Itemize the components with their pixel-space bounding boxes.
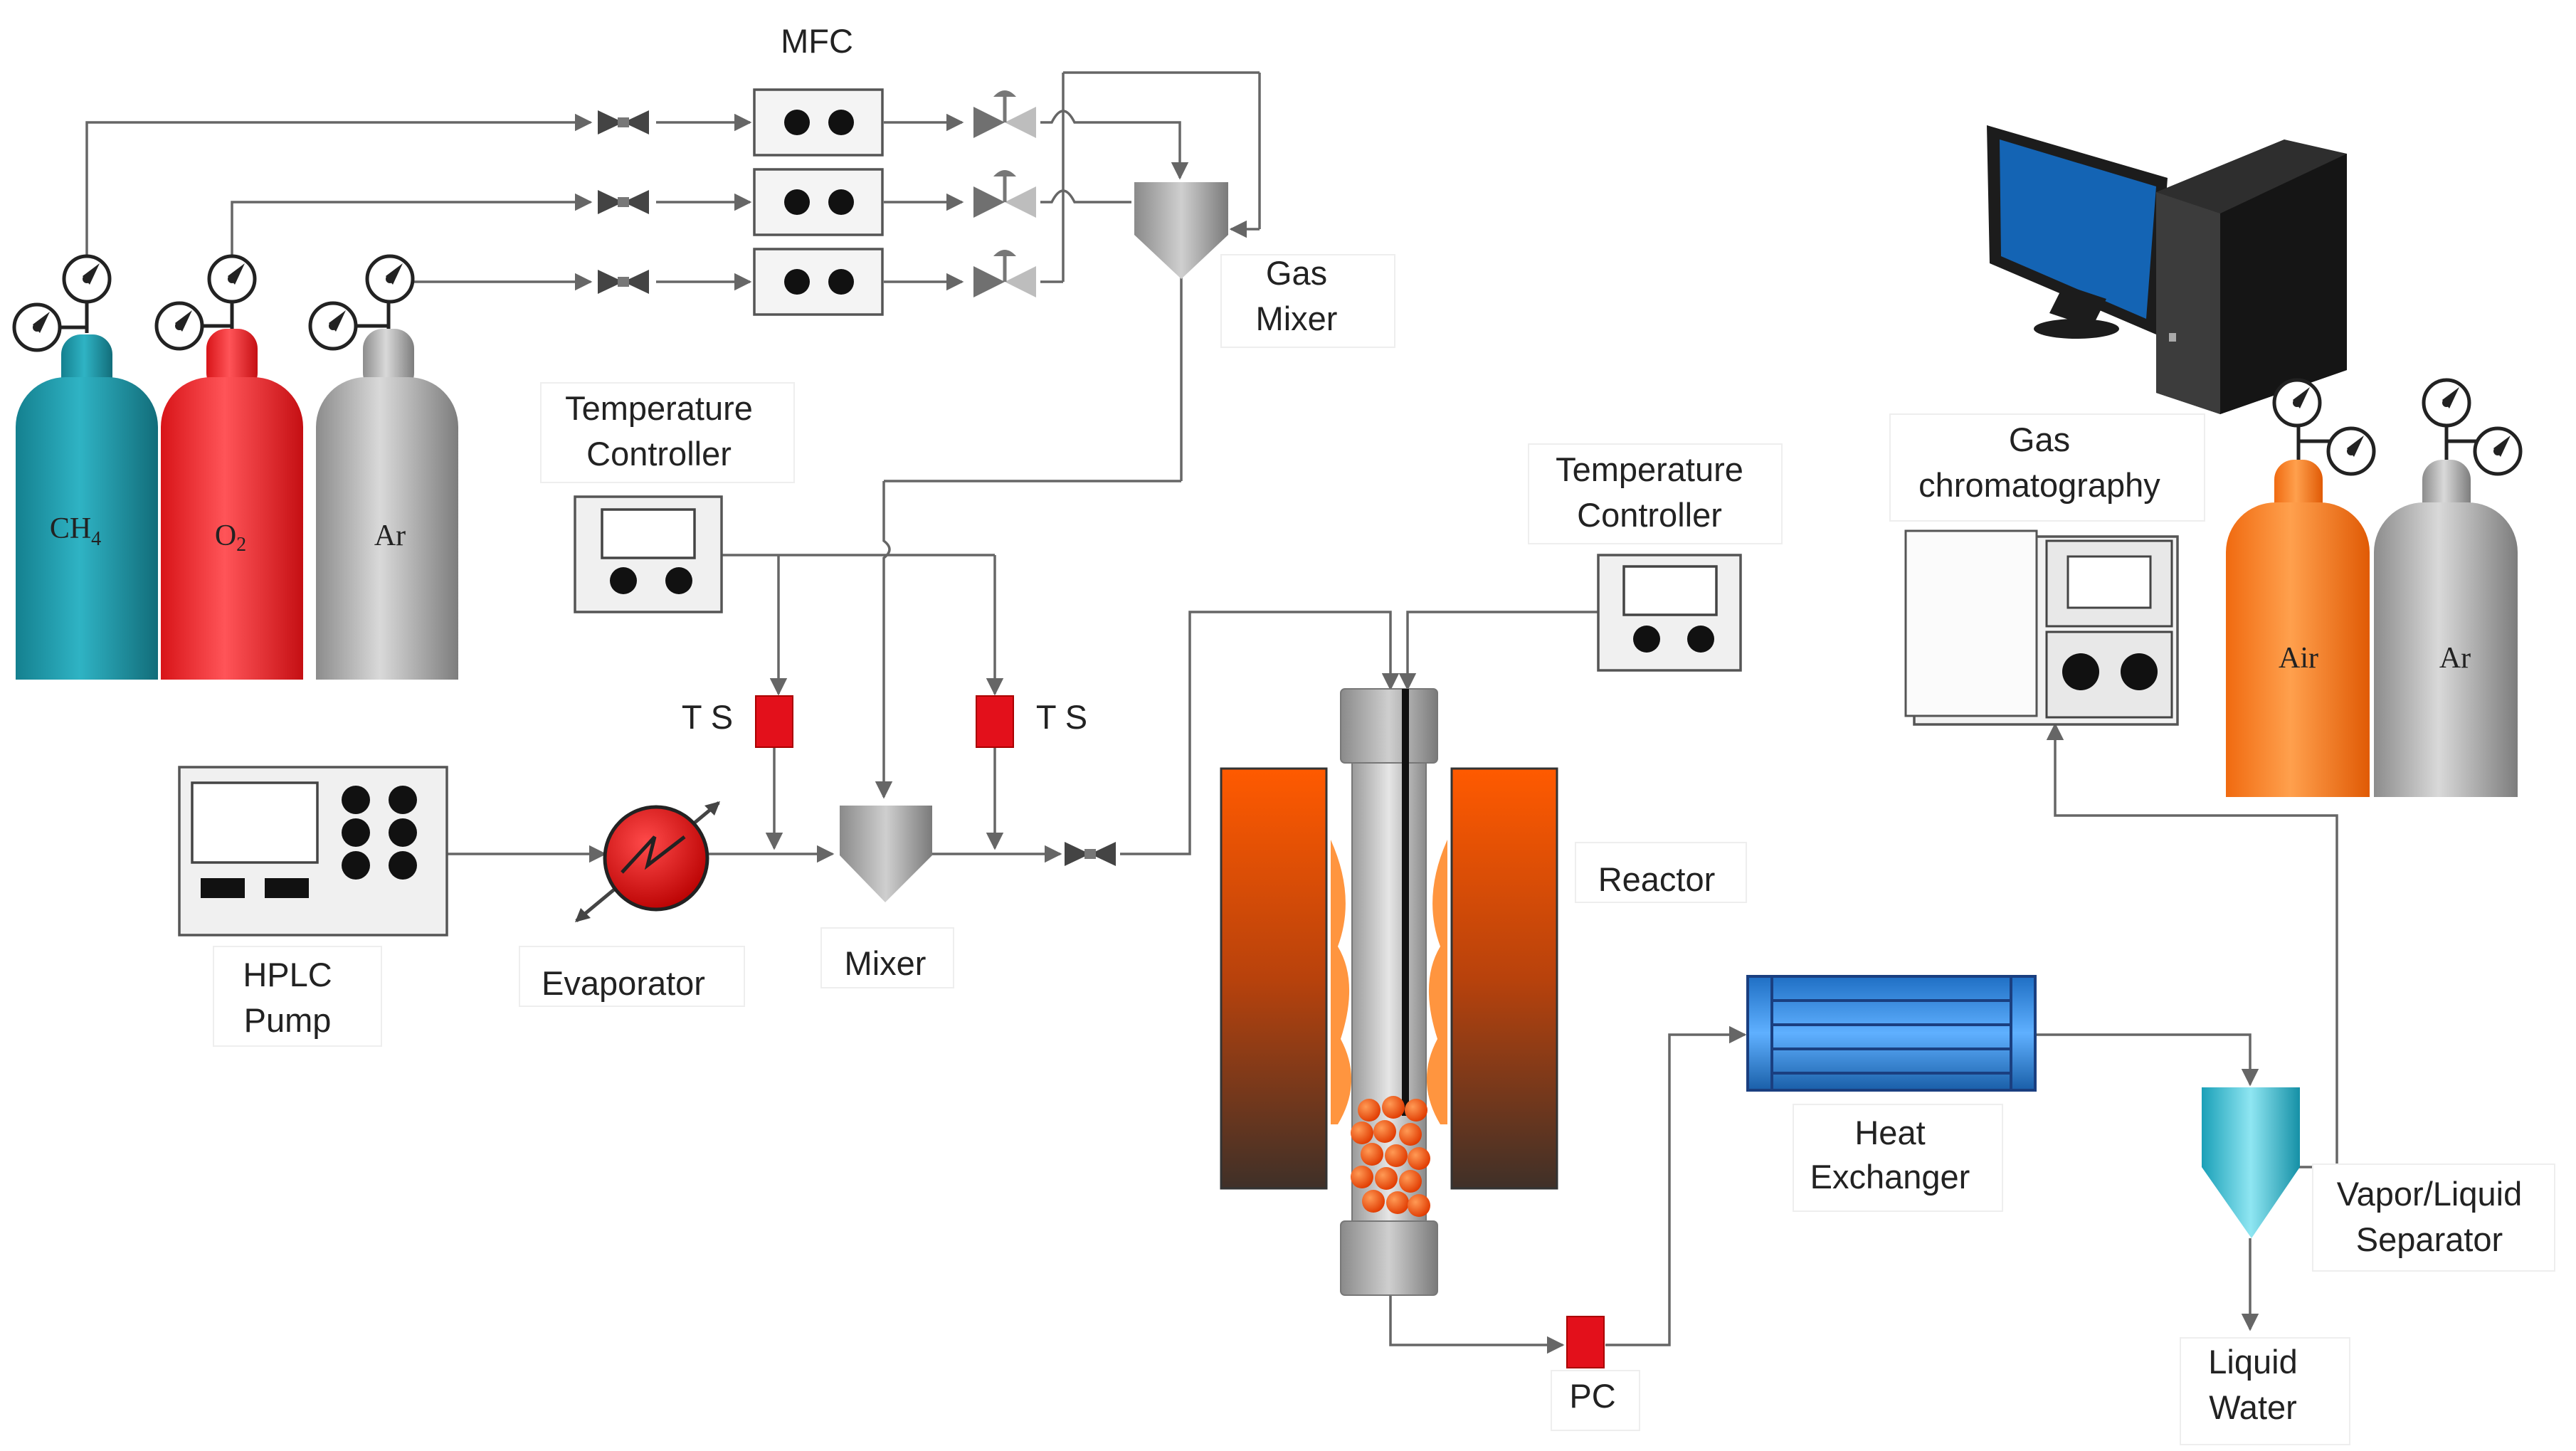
- mfc-unit: [753, 88, 884, 157]
- valve-icon: [1065, 842, 1116, 866]
- liquid-water-label: Water: [2209, 1388, 2297, 1426]
- hplc-label: HPLC: [243, 956, 332, 993]
- gas-mixer-label: Gas: [1266, 254, 1327, 292]
- cylinder-ch4: CH4: [16, 334, 158, 680]
- gas-mixer: [1134, 182, 1228, 279]
- ts-label: T S: [1036, 698, 1087, 736]
- ts-label: T S: [682, 698, 733, 736]
- svg-text:Ar: Ar: [2439, 642, 2471, 675]
- temperature-sensor: [976, 695, 1014, 748]
- liquid-water-label: Liquid: [2208, 1343, 2297, 1381]
- hplc-pump: [178, 766, 448, 936]
- mfc-unit: [753, 248, 884, 316]
- evaporator: [575, 801, 720, 922]
- pressure-sensor: [1566, 1316, 1605, 1368]
- evaporator-label: Evaporator: [542, 964, 705, 1002]
- temp-controller-label: Controller: [586, 435, 732, 473]
- valve-icon: [598, 270, 649, 294]
- computer-icon: [1987, 125, 2347, 414]
- mixer: [840, 806, 932, 902]
- catalyst-bed-icon: [1351, 1096, 1430, 1217]
- heat-exchanger: [1746, 975, 2037, 1092]
- reactor: [1220, 688, 1558, 1296]
- temp-controller-label: Controller: [1577, 496, 1722, 534]
- temp-controller-label: Temperature: [1556, 450, 1743, 488]
- gauge-icon: [157, 256, 255, 349]
- cylinder-ar-right: Ar: [2374, 460, 2518, 797]
- pc-label: PC: [1569, 1377, 1615, 1415]
- hplc-label: Pump: [244, 1001, 332, 1039]
- heat-exchanger-label: Heat: [1854, 1114, 1925, 1151]
- cylinder-ar-left: Ar: [316, 329, 458, 680]
- svg-text:Air: Air: [2279, 642, 2318, 675]
- temperature-controller: [1597, 554, 1742, 672]
- flame-icon: [1331, 840, 1447, 1124]
- regulator-valve-icon: [973, 250, 1036, 297]
- regulator-valve-icon: [973, 170, 1036, 218]
- gauge-icon: [310, 256, 413, 349]
- svg-text:Ar: Ar: [374, 519, 406, 552]
- temperature-controller: [574, 495, 723, 613]
- separator-label: Separator: [2356, 1220, 2503, 1258]
- gc-label: chromatography: [1918, 466, 2160, 504]
- cylinder-o2: O2: [161, 329, 303, 680]
- temperature-sensor: [755, 695, 793, 748]
- regulator-valve-icon: [973, 90, 1036, 138]
- gas-mixer-label: Mixer: [1256, 300, 1338, 337]
- separator-label: Vapor/Liquid: [2337, 1175, 2522, 1213]
- mixer-label: Mixer: [845, 944, 927, 982]
- reactor-label: Reactor: [1598, 860, 1716, 898]
- gas-chromatograph: [1904, 529, 2179, 726]
- gauge-icon: [2424, 380, 2520, 474]
- vapor-liquid-separator: [2202, 1087, 2300, 1238]
- cylinder-air: Air: [2226, 460, 2370, 797]
- gc-label: Gas: [2009, 421, 2070, 458]
- gauge-icon: [14, 256, 110, 350]
- piping: [85, 71, 2338, 1354]
- valve-icon: [598, 190, 649, 214]
- mfc-label: MFC: [781, 22, 853, 60]
- svg-text:O2: O2: [215, 519, 246, 556]
- svg-text:CH4: CH4: [50, 512, 101, 550]
- valve-icon: [598, 110, 649, 134]
- temp-controller-label: Temperature: [565, 389, 753, 427]
- mfc-unit: [753, 168, 884, 236]
- gauge-icon: [2274, 380, 2374, 474]
- heat-exchanger-label: Exchanger: [1810, 1158, 1970, 1196]
